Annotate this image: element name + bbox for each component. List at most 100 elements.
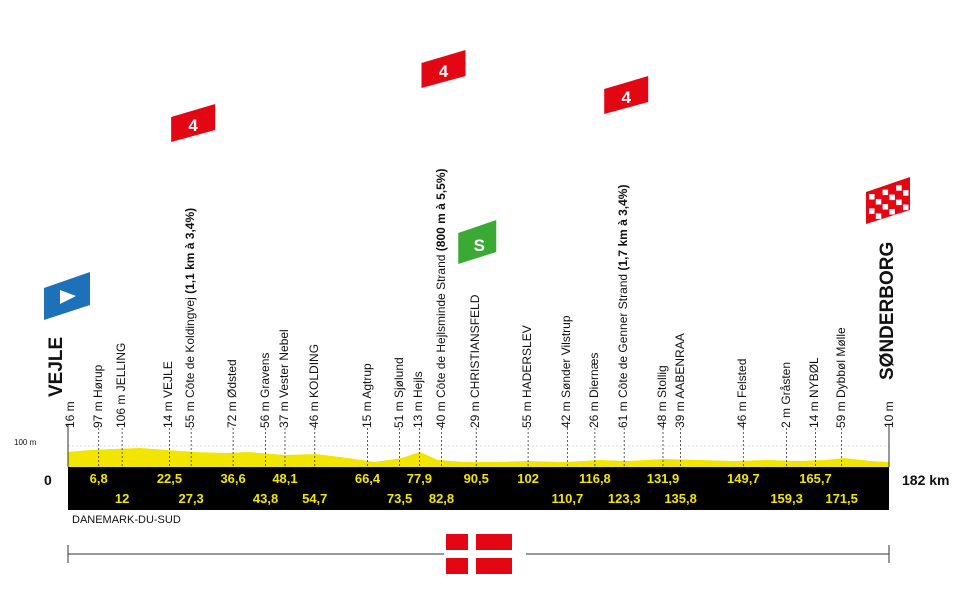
waypoint-altitude: 39 m <box>672 398 687 428</box>
waypoint-altitude: 40 m <box>433 397 448 428</box>
finish-checker-square <box>889 194 895 201</box>
sprint-badge <box>458 220 497 264</box>
waypoint-name: Côte de Hejlsminde Strand <box>433 254 448 398</box>
waypoint-label: 29 m CHRISTIANSFELD <box>468 295 482 428</box>
finish-checker-square <box>875 199 882 205</box>
waypoint-label: 46 m KOLDING <box>307 344 321 428</box>
waypoint-altitude: 61 m <box>616 397 631 428</box>
waypoint-label: 15 m Agtrup <box>360 363 374 428</box>
waypoint-km: 110,7 <box>551 491 584 506</box>
waypoint-label: 46 m Felsted <box>735 359 749 428</box>
waypoint-altitude: 46 m <box>735 397 750 428</box>
waypoint-label: 13 m Hejls <box>411 371 425 428</box>
finish-checker-square <box>903 204 909 211</box>
waypoint-km: 159,3 <box>770 491 803 506</box>
waypoint-label: 39 m AABENRAA <box>673 333 687 428</box>
sprint-badge-letter: S <box>474 236 485 255</box>
waypoint-name: Dybbøl Mølle <box>833 327 848 398</box>
finish-checker-square <box>882 204 889 210</box>
waypoint-km: 27,3 <box>178 491 204 506</box>
waypoint-altitude: 106 m <box>114 391 129 428</box>
waypoint-km: 171,5 <box>825 491 858 506</box>
waypoint-label: 42 m Sønder Vilstrup <box>559 316 573 429</box>
waypoint-km: 54,7 <box>302 491 328 506</box>
waypoint-km: 131,9 <box>646 471 680 486</box>
elevation-profile <box>68 448 889 467</box>
waypoint-km: 66,4 <box>354 471 381 486</box>
km-bar <box>68 467 889 510</box>
finish-checker-square <box>882 189 889 196</box>
waypoint-name: CHRISTIANSFELD <box>468 294 483 398</box>
finish-checker-square <box>869 194 875 200</box>
waypoint-altitude: 55 m <box>520 397 535 428</box>
region-label: DANEMARK-DU-SUD <box>72 514 181 526</box>
waypoint-km: 116,8 <box>578 471 611 486</box>
waypoint-name: Gravens <box>257 352 272 398</box>
waypoint-altitude: 46 m <box>306 397 321 428</box>
waypoint-km: 12 <box>114 491 130 506</box>
start-city-name: VEJLE <box>46 336 67 397</box>
climb-category-number: 4 <box>621 88 631 107</box>
waypoint-name: Stollig <box>654 365 669 398</box>
climb-category-number: 4 <box>188 116 198 135</box>
waypoint-label: 40 m Côte de Hejlsminde Strand (800 m à … <box>434 169 448 428</box>
climb-category-badge <box>421 50 466 88</box>
climb-detail: (1,1 km à 3,4%) <box>183 207 198 298</box>
waypoint-name: Côte de Genner Strand <box>616 273 631 398</box>
climb-category-badge <box>171 104 216 142</box>
waypoint-label: 14 m NYBØL <box>807 357 821 428</box>
waypoint-km: 6,8 <box>89 471 108 486</box>
waypoint-name: Agtrup <box>359 363 374 399</box>
start-marker-arrow-icon <box>60 290 76 304</box>
climb-detail: (1,7 km à 3,4%) <box>616 184 631 274</box>
waypoint-label: 72 m Ødsted <box>225 359 239 428</box>
waypoint-label: 55 m HADERSLEV <box>520 325 534 428</box>
waypoint-km: 22,5 <box>156 471 183 486</box>
waypoint-km: 36,6 <box>220 471 246 486</box>
waypoint-altitude: 37 m <box>276 397 291 428</box>
waypoint-km: 43,8 <box>252 491 279 506</box>
finish-checker-square <box>875 213 882 219</box>
waypoint-label: 51 m Sjølund <box>392 357 406 428</box>
waypoint-altitude: 72 m <box>225 397 240 428</box>
waypoint-label: 97 m Hørup <box>91 365 105 428</box>
waypoint-name: VEJLE <box>161 361 176 398</box>
climb-category-number: 4 <box>439 62 449 81</box>
waypoint-km: 73,5 <box>386 491 413 506</box>
waypoint-name: Ødsted <box>225 359 240 398</box>
waypoint-label: 2 m Gråsten <box>779 362 793 428</box>
start-altitude: 16 m <box>63 401 77 428</box>
waypoint-name: HADERSLEV <box>520 325 535 398</box>
waypoint-altitude: 59 m <box>833 397 848 428</box>
waypoint-altitude: 26 m <box>586 397 601 428</box>
waypoint-km: 102 <box>517 471 539 486</box>
waypoint-label: 26 m Diernæs <box>587 353 601 428</box>
waypoint-label: 59 m Dybbøl Mølle <box>834 327 848 428</box>
climb-detail: (800 m à 5,5%) <box>433 168 448 255</box>
waypoint-altitude: 55 m <box>183 397 198 428</box>
finish-checker-square <box>889 209 895 215</box>
waypoint-label: 37 m Vester Nebel <box>277 329 291 428</box>
finish-checker-square <box>896 185 902 191</box>
finish-checker-square <box>896 199 902 206</box>
waypoint-altitude: 29 m <box>468 397 483 428</box>
waypoint-altitude: 56 m <box>257 397 272 428</box>
waypoint-altitude: 14 m <box>807 397 822 428</box>
finish-altitude: 10 m <box>882 401 896 428</box>
waypoint-km: 77,9 <box>406 471 433 486</box>
finish-marker <box>866 177 910 224</box>
waypoint-altitude: 51 m <box>391 397 406 428</box>
waypoint-label: 61 m Côte de Genner Strand (1,7 km à 3,4… <box>616 185 630 428</box>
waypoint-name: Côte de Koldingvej <box>183 297 198 398</box>
waypoint-label: 56 m Gravens <box>258 353 272 428</box>
danish-flag-cross-horizontal <box>446 550 512 558</box>
finish-checker-square <box>869 208 875 214</box>
waypoint-km: 165,7 <box>799 471 832 486</box>
waypoint-km: 135,8 <box>664 491 697 506</box>
waypoint-name: Hørup <box>90 364 105 398</box>
waypoint-name: NYBØL <box>807 357 822 398</box>
waypoint-km: 123,3 <box>607 491 641 506</box>
waypoint-name: JELLING <box>114 342 129 392</box>
waypoint-km: 149,7 <box>727 471 760 486</box>
